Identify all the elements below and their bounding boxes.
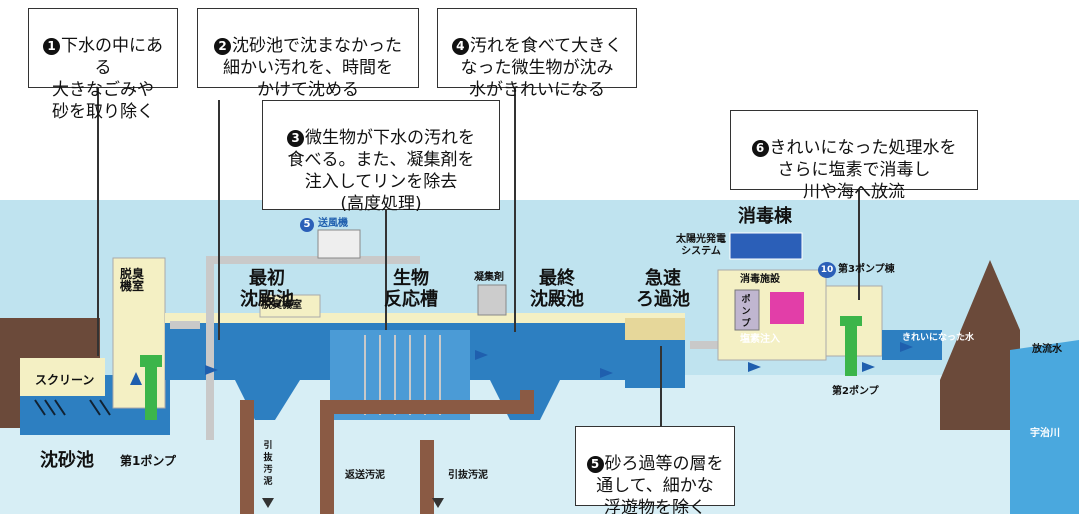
leader-5	[660, 346, 662, 426]
callout-4-text: 汚れを食べて大きく なった微生物が沈み 水がきれいになる	[460, 36, 623, 100]
disinfection-facility-label: 消毒施設	[740, 274, 780, 285]
solar-label: 太陽光発電 システム	[676, 234, 726, 257]
bioreactor-label: 生物 反応槽	[384, 268, 438, 310]
deodorize-room2-label: 脱臭機室	[262, 300, 302, 311]
rapid-filter-label: 急速 ろ過池	[636, 268, 690, 310]
pump2-pipe	[845, 320, 857, 376]
river-label: 宇治川	[1030, 428, 1060, 439]
pump-vertical-label: ポンプ	[741, 295, 751, 329]
leader-6	[858, 190, 860, 300]
solar-panel	[729, 232, 803, 260]
leader-2	[218, 100, 220, 340]
grit-chamber-label: 沈砂池	[40, 450, 94, 471]
ground-right	[940, 260, 1020, 430]
channel-top	[165, 313, 685, 323]
up-arrow	[130, 372, 142, 385]
callout-5-number: 5	[586, 456, 604, 473]
coagulant-tank	[477, 284, 507, 316]
blower-number: 5	[300, 218, 314, 232]
callout-2-number: 2	[214, 38, 231, 55]
pump1-label: 第1ポンプ	[120, 454, 176, 468]
disinfect-tank	[770, 292, 804, 324]
deodorize-room2-shape	[259, 294, 321, 318]
discharge-label: 放流水	[1032, 344, 1062, 355]
excess-sludge-label: 引抜汚泥	[448, 470, 488, 481]
final-tank-label: 最終 沈殿池	[530, 268, 584, 310]
callout-5-text: 砂ろ過等の層を 通して、細かな 浮遊物を除く	[596, 454, 724, 514]
callout-1-text: 下水の中にある 大きなごみや 砂を取り除く	[52, 36, 163, 122]
leader-3	[385, 210, 387, 330]
rapid-filter-water	[625, 340, 685, 388]
screen-label: スクリーン	[35, 373, 95, 387]
callout-4-number: 4	[451, 38, 469, 55]
sludge-left-label: 引抜汚泥	[263, 441, 273, 487]
callout-3-number: 3	[287, 130, 304, 147]
pump1-pipe	[145, 360, 157, 420]
primary-tank-label: 最初 沈殿池	[240, 268, 294, 310]
sludge-pipes	[240, 390, 534, 514]
chlorine-label: 塩素注入	[740, 334, 780, 345]
deodorize-room-label: 脱臭 機室	[120, 267, 145, 293]
clean-water-label: きれいになった水	[902, 333, 975, 343]
disinfect-pump	[734, 289, 760, 331]
pump3-building-label: 第3ポンプ棟	[838, 264, 895, 275]
down-arrows	[262, 498, 444, 508]
callout-1-number: 1	[43, 38, 60, 55]
coagulant-label: 凝集剤	[474, 272, 504, 283]
callout-2-text: 沈砂池で沈まなかった 細かい汚れを、時間を かけて沈める	[223, 36, 402, 100]
pump1-head	[140, 355, 162, 367]
screen-bars	[34, 399, 111, 416]
river-shape	[1010, 340, 1079, 514]
pump2-label: 第2ポンプ	[832, 386, 879, 397]
leader-1	[97, 88, 99, 356]
flow-arrows	[205, 342, 913, 378]
blower-shape	[317, 229, 361, 259]
callout-6-number: 6	[751, 140, 769, 157]
return-sludge-label: 返送汚泥	[345, 470, 385, 481]
pump3-number: 10	[818, 262, 836, 278]
screen-room-shape	[20, 358, 105, 396]
pump2-head	[840, 316, 862, 326]
blower-label: 送風機	[318, 218, 348, 229]
disinfection-building-label: 消毒棟	[738, 206, 792, 227]
callout-3-text: 微生物が下水の汚れを 食べる。また、凝集剤を 注入してリンを除去 (高度処理)	[287, 128, 476, 214]
callout-6-text: きれいになった処理水を さらに塩素で消毒し 川や海へ放流	[769, 138, 957, 202]
leader-4	[514, 88, 516, 332]
outlet-channel	[882, 330, 942, 360]
